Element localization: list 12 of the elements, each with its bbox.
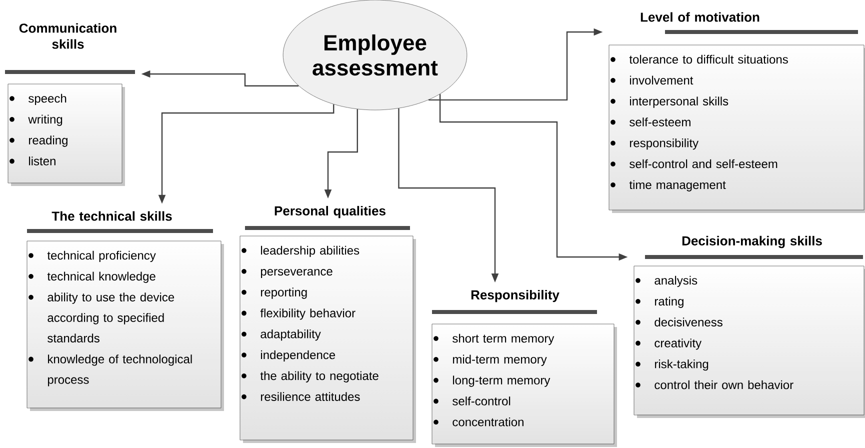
list-box: technical proficiency technical knowledge ability to use the device according to specified standards knowledge of technological process (26, 240, 224, 411)
section-heading: The technical skills (52, 211, 172, 221)
section-heading: Level of motivation (640, 12, 760, 22)
list-box: tolerance to difficult situations involvement interpersonal skills self-esteem responsibility self-control and self-esteem time management (608, 44, 865, 213)
section-heading: Decision-making skills (682, 236, 822, 248)
section-heading: Responsibility (471, 290, 560, 302)
section-heading: Communication skills (19, 23, 116, 49)
list-box: short term memory mid-term memory long-term memory self-control concentration (432, 324, 617, 447)
list-box: speech writing reading listen (8, 84, 125, 186)
list-box: analysis rating decisiveness creativity risk-taking control their own behavior (634, 266, 865, 418)
list-box: leadership abilities perseverance reporting flexibility behavior adaptability independence the ability to negotiate resilience attitudes (240, 236, 416, 443)
section-heading: Personal qualities (274, 206, 386, 218)
